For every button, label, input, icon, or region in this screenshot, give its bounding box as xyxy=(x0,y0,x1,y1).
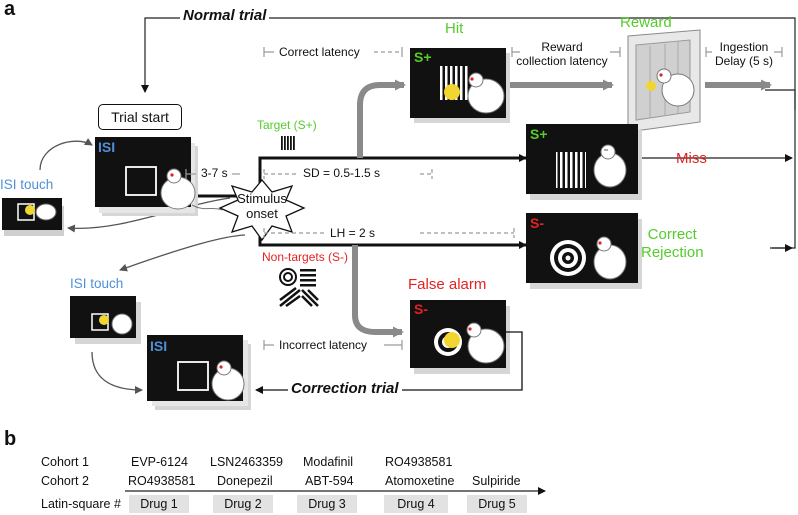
panel-b-label: b xyxy=(4,428,17,450)
isi-touch-bottom-label: ISI touch xyxy=(70,276,124,291)
latency-brackets xyxy=(185,47,783,350)
target-grating-icon xyxy=(281,136,295,150)
latin-square-drug-2: Drug 2 xyxy=(213,495,273,513)
stimulus-onset-label: Stimulus onset xyxy=(228,191,296,221)
isi-touch-top-label: ISI touch xyxy=(0,177,54,192)
isi-touch-top-screen xyxy=(2,198,64,236)
trial-start-box: Trial start xyxy=(98,104,182,130)
non-target-icons xyxy=(279,268,319,308)
correction-trial-label: Correction trial xyxy=(288,380,402,397)
false-alarm-screen-label: S- xyxy=(414,301,428,317)
non-targets-label: Non-targets (S-) xyxy=(262,250,349,264)
reward-collection-latency-label: Reward collection latency xyxy=(508,40,616,68)
ingestion-delay-line-2: Delay (5 s) xyxy=(714,54,773,68)
correct-rejection-line-2: Rejection xyxy=(641,244,704,261)
panel-a-label: a xyxy=(4,0,16,20)
false-alarm-label: False alarm xyxy=(408,276,487,293)
latin-square-drug-1: Drug 1 xyxy=(129,495,189,513)
target-label: Target (S+) xyxy=(257,118,317,132)
reward-label: Reward xyxy=(620,14,672,31)
cohort1-drug-1: EVP-6124 xyxy=(131,455,188,469)
latin-square-drug-3: Drug 3 xyxy=(297,495,357,513)
ingestion-delay-line-1: Ingestion xyxy=(719,40,769,54)
normal-trial-loop xyxy=(141,17,796,252)
isi-screen-top xyxy=(95,137,223,216)
stimulus-onset-burst xyxy=(218,178,306,242)
cohort1-drug-4: RO4938581 xyxy=(385,455,453,469)
isi-screen-bottom-label: ISI xyxy=(150,338,168,354)
latin-square-row-label: Latin-square # xyxy=(41,497,121,511)
cohort1-drug-2: LSN2463359 xyxy=(210,455,283,469)
miss-screen xyxy=(526,124,642,200)
false-alarm-screen xyxy=(255,300,523,394)
correct-latency-label: Correct latency xyxy=(279,45,360,59)
cohort2-drug-5: Sulpiride xyxy=(472,474,521,488)
cohort2-drug-2: Donepezil xyxy=(217,474,273,488)
miss-screen-label: S+ xyxy=(530,126,548,142)
hit-screen xyxy=(410,48,510,123)
incorrect-latency-label: Incorrect latency xyxy=(279,338,368,352)
arrow-to-isi-touch-top xyxy=(39,138,93,171)
cohort2-drug-4: Atomoxetine xyxy=(385,474,455,488)
latin-square-drug-4: Drug 4 xyxy=(384,495,448,513)
reward-collection-line-1: Reward xyxy=(541,40,583,54)
hit-screen-label: S+ xyxy=(414,49,432,65)
latin-square-drug-5: Drug 5 xyxy=(467,495,527,513)
reward-collection-line-2: collection latency xyxy=(516,54,608,68)
cohort2-drug-1: RO4938581 xyxy=(128,474,196,488)
lh-label: LH = 2 s xyxy=(330,226,376,240)
gray-flow-arrows xyxy=(352,79,772,338)
isi-screen-bottom xyxy=(147,335,251,410)
isi-touch-bottom-screen xyxy=(70,296,141,344)
cohort1-row-label: Cohort 1 xyxy=(41,455,89,469)
ingestion-delay-label: Ingestion Delay (5 s) xyxy=(704,40,784,68)
correct-rejection-screen-label: S- xyxy=(530,215,544,231)
cohort2-drug-3: ABT-594 xyxy=(305,474,354,488)
stimulus-onset-line-1: Stimulus xyxy=(237,191,287,206)
arrow-to-isi-bottom xyxy=(91,351,143,394)
cohort2-row-label: Cohort 2 xyxy=(41,474,89,488)
correct-rejection-line-1: Correct xyxy=(647,226,697,243)
arrow-from-onset-to-isi-touch xyxy=(67,197,231,233)
sd-label: SD = 0.5-1.5 s xyxy=(303,166,381,180)
normal-trial-label: Normal trial xyxy=(180,7,270,24)
cohort1-drug-3: Modafinil xyxy=(303,455,354,469)
stimulus-onset-line-2: onset xyxy=(246,206,278,221)
hit-label: Hit xyxy=(445,20,464,37)
correct-rejection-label: Correct Rejection xyxy=(641,226,704,262)
miss-label: Miss xyxy=(676,150,707,167)
correct-rejection-screen xyxy=(526,213,642,289)
isi-screen-top-label: ISI xyxy=(98,139,116,155)
isi-duration-label: 3-7 s xyxy=(201,166,228,180)
reward-magazine xyxy=(627,29,701,133)
